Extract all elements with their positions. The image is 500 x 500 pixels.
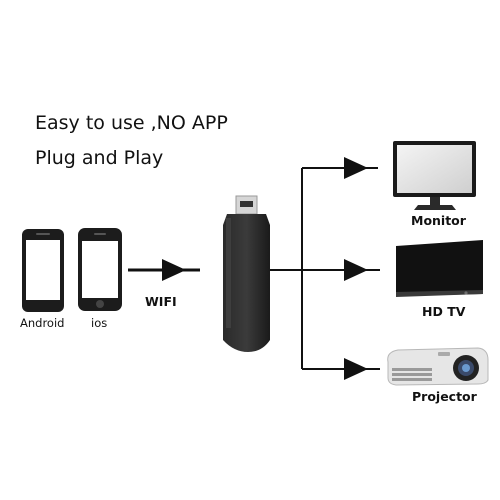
tv-icon	[396, 240, 483, 297]
android-label: Android	[20, 316, 65, 330]
hdtv-label: HD TV	[422, 304, 466, 319]
headline-line-1: Easy to use ,NO APP	[35, 112, 228, 134]
arrow-right-icon	[128, 259, 200, 281]
headline-line-2: Plug and Play	[35, 147, 164, 169]
arrow-right-icon	[344, 259, 368, 281]
projector-label: Projector	[412, 389, 477, 404]
arrow-right-icon	[344, 157, 368, 179]
hdmi-dongle-icon	[223, 195, 270, 352]
wifi-label: WIFI	[145, 294, 177, 309]
ios-label: ios	[91, 316, 108, 330]
projector-icon	[387, 347, 489, 386]
monitor-icon	[393, 141, 476, 210]
monitor-label: Monitor	[411, 213, 466, 228]
arrow-right-icon	[344, 358, 368, 380]
iphone-icon	[78, 228, 122, 311]
android-phone-icon	[22, 229, 64, 312]
